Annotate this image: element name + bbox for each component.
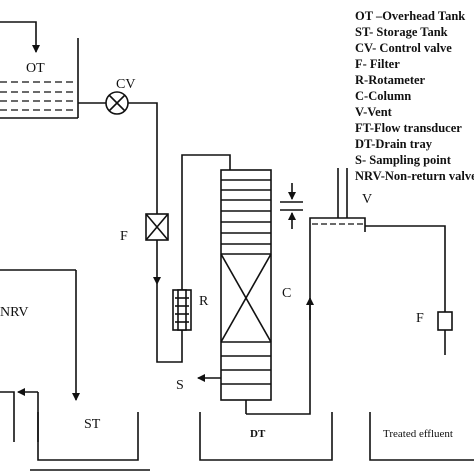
legend-item: S- Sampling point xyxy=(355,153,452,167)
label-r: R xyxy=(199,294,209,309)
overhead-tank xyxy=(0,21,79,119)
control-valve xyxy=(105,91,129,115)
legend-item: OT –Overhead Tank xyxy=(355,9,465,23)
legend-item: R-Rotameter xyxy=(355,73,426,87)
label-c: C xyxy=(282,286,291,301)
label-v: V xyxy=(362,192,372,207)
vent-box xyxy=(309,168,446,355)
storage-tank xyxy=(30,412,150,471)
treated-effluent-tray xyxy=(369,412,474,461)
legend-item: C-Column xyxy=(355,89,411,103)
legend-item: FT-Flow transducer xyxy=(355,121,462,135)
flow-transducer xyxy=(280,183,303,229)
label-s: S xyxy=(176,378,184,393)
column xyxy=(220,169,314,415)
legend-item: V-Vent xyxy=(355,105,393,119)
label-dt: DT xyxy=(250,428,266,440)
feed-pipe xyxy=(78,102,161,285)
label-st: ST xyxy=(84,417,101,432)
label-f-right: F xyxy=(416,311,424,326)
drain-tray xyxy=(199,412,333,461)
label-f-left: F xyxy=(120,229,128,244)
label-ot: OT xyxy=(26,61,45,76)
label-treated-effluent: Treated effluent xyxy=(383,428,453,440)
legend-item: ST- Storage Tank xyxy=(355,25,448,39)
legend-item: DT-Drain tray xyxy=(355,137,433,151)
rotameter xyxy=(172,289,192,331)
legend-item: F- Filter xyxy=(355,57,400,71)
column-feed-pipe xyxy=(156,154,231,363)
legend-item: CV- Control valve xyxy=(355,41,452,55)
label-nrv: NRV xyxy=(0,305,28,320)
legend-item: NRV-Non-return valve xyxy=(355,169,474,183)
legend: OT –Overhead Tank ST- Storage Tank CV- C… xyxy=(355,9,474,183)
label-cv: CV xyxy=(116,77,135,92)
filter-right xyxy=(437,311,453,331)
filter-left xyxy=(145,213,169,241)
